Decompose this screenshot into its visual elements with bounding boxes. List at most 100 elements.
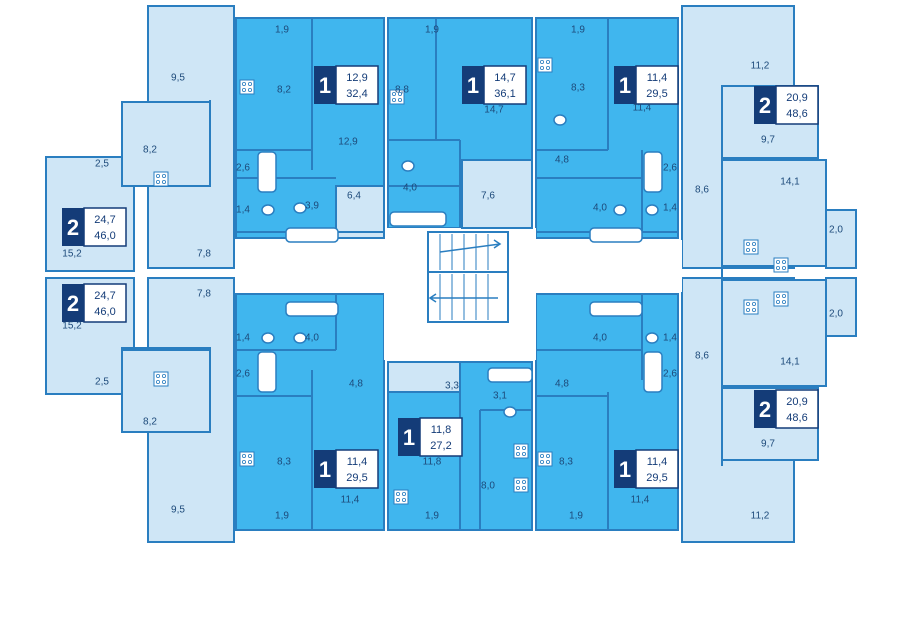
badge-room-count-box [754,86,776,124]
toilet-icon [503,406,517,418]
room-area-label: 1,9 [571,25,585,36]
badge-room-count-box [398,418,420,456]
badge-area-box [635,65,679,105]
apartment-total-area: 32,4 [346,88,367,100]
badge-area-box [775,85,819,125]
room-area-label: 15,2 [62,249,82,260]
apt-bottom-1 [235,293,385,531]
hall-bottom-2 [387,361,461,393]
toilet-icon [261,204,275,216]
room-area-label: 9,5 [171,505,185,516]
room-area-label: 8,2 [143,145,157,156]
badge-area-box [83,283,127,323]
stair-arrow-up [439,239,502,253]
room-area-label: 4,8 [555,379,569,390]
apartment-total-area: 46,0 [94,230,115,242]
room-area-label: 1,4 [236,333,250,344]
apartment-total-area: 46,0 [94,306,115,318]
badge-area-box [483,65,527,105]
bathtub-icon [389,211,447,227]
room-area-label: 8,3 [571,83,585,94]
stove-icon [537,57,553,73]
room-area-label: 2,6 [663,369,677,380]
stove-icon [153,371,169,387]
room-area-label: 14,1 [780,357,800,368]
room-area-label: 2,6 [236,369,250,380]
stove-icon [773,291,789,307]
stair-steps-lower [439,274,489,320]
badge-room-count-box [462,66,484,104]
bathtub-icon [285,301,339,317]
room-area-label: 2,5 [95,159,109,170]
toilet-icon [261,332,275,344]
room-area-label: 3,3 [445,381,459,392]
room-area-label: 4,8 [555,155,569,166]
apartment-room-count: 1 [467,73,479,98]
badge-area-box [635,449,679,489]
apartment-living-area: 24,7 [94,290,115,302]
room-area-label: 1,9 [425,25,439,36]
room-area-label: 1,9 [425,511,439,522]
room-area-label: 8,8 [395,85,409,96]
stove-icon [743,299,759,315]
room-area-label: 7,8 [197,249,211,260]
toilet-icon [645,332,659,344]
badge-area-box [335,65,379,105]
room-area-label: 2,0 [829,225,843,236]
room-area-label: 8,3 [559,457,573,468]
stove-icon [389,89,405,105]
room-area-label: 11,2 [751,511,770,522]
room-area-label: 4,8 [349,379,363,390]
room-area-label: 8,0 [481,481,495,492]
apartment-room-count: 1 [319,457,331,482]
apartment-total-area: 29,5 [346,472,367,484]
apartment-living-area: 20,9 [786,92,807,104]
apartment-total-area: 48,6 [786,108,807,120]
stove-icon [239,451,255,467]
badge-area-box [335,449,379,489]
stove-icon [153,171,169,187]
floor-plan-base [45,5,857,543]
room-area-label: 14,1 [780,177,800,188]
stair-arrow-down [428,293,498,303]
stove-icon [513,443,529,459]
stove-icon [773,257,789,273]
room-area-label: 4,0 [305,333,319,344]
stove-icon [513,477,529,493]
badge-room-count-box [314,66,336,104]
bathtub-icon [257,151,277,193]
room-area-label: 2,0 [829,309,843,320]
badge-area-box [83,207,127,247]
room-area-label: 11,4 [633,103,652,114]
hall-top-2 [461,159,533,229]
stove-icon [239,79,255,95]
room-area-label: 8,2 [143,417,157,428]
apartment-room-count: 1 [319,73,331,98]
room-area-label: 2,6 [663,163,677,174]
room-area-label: 7,8 [197,289,211,300]
room-area-label: 2,5 [95,377,109,388]
badge-area-box [419,417,463,457]
room-area-label: 3,9 [305,201,319,212]
toilet-icon [293,202,307,214]
apartment-living-area: 20,9 [786,396,807,408]
room-area-label: 9,7 [761,135,775,146]
stove-icon [393,489,409,505]
apartment-living-area: 11,4 [647,72,668,84]
stove-icon [743,239,759,255]
apartment-room-count: 1 [619,73,631,98]
room-area-label: 11,4 [631,495,650,506]
apartment-living-area: 24,7 [94,214,115,226]
apartment-room-count: 2 [759,397,771,422]
east-balcony-upper [825,209,857,269]
room-area-label: 14,7 [484,105,504,116]
room-area-label: 11,4 [341,495,360,506]
badge-room-count-box [614,66,636,104]
room-area-label: 3,1 [493,391,507,402]
